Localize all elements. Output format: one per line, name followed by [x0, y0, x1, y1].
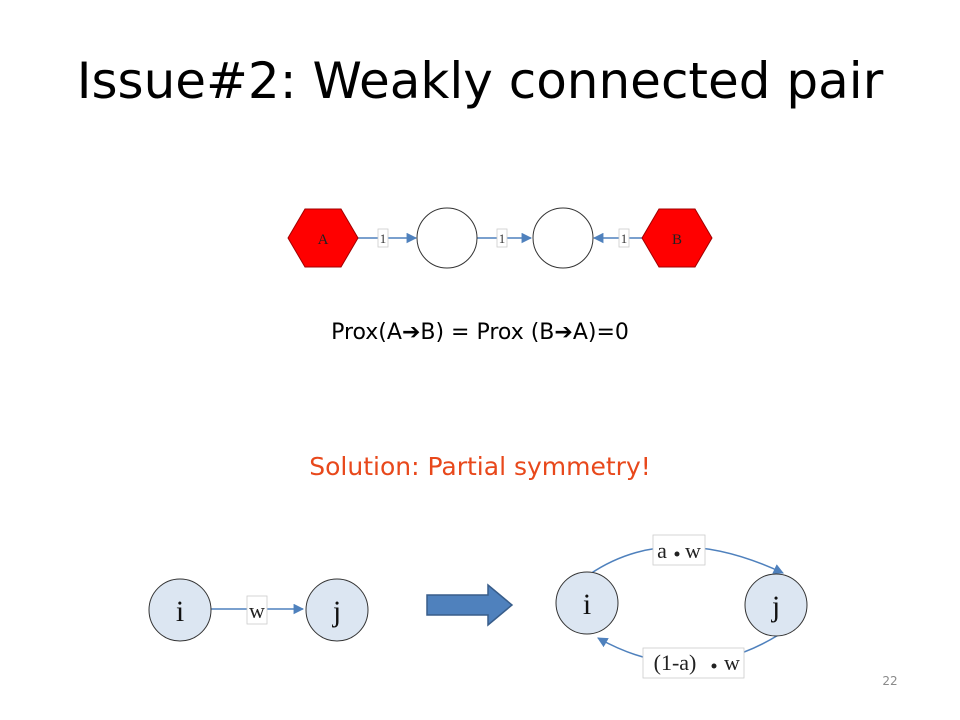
solution-text: Solution: Partial symmetry! — [309, 452, 651, 481]
slide-title: Issue#2: Weakly connected pair — [76, 52, 884, 110]
node-a-label: A — [318, 232, 329, 248]
edge-label-box-1 — [377, 228, 389, 248]
node-i-right-label: i — [583, 588, 591, 621]
multiply-dot-icon — [711, 663, 717, 669]
edge-label-2: 1 — [499, 231, 506, 246]
top-graph: A B 1 1 1 — [287, 207, 713, 269]
middle-node-1 — [416, 207, 478, 269]
arrow-icon: ➔ — [401, 320, 421, 345]
node-i — [148, 578, 212, 642]
arrow-icon: ➔ — [554, 320, 573, 345]
edge-label-1a: (1-a) — [654, 650, 697, 675]
node-a-hexagon — [287, 208, 359, 268]
edge-label-box-w — [246, 595, 268, 625]
node-j — [305, 578, 369, 642]
edge-label-box-3 — [618, 228, 630, 248]
node-j-label: j — [332, 595, 341, 628]
middle-node-2 — [532, 207, 594, 269]
node-i-right — [555, 571, 619, 635]
edge-label-box-1aw — [642, 647, 745, 679]
edge-label-w-top: w — [685, 538, 701, 563]
node-j-right-label: j — [771, 590, 780, 623]
edge-label-w: w — [249, 598, 265, 623]
left-graph: i j w — [148, 578, 369, 642]
edge-label-box-aw — [652, 534, 706, 566]
multiply-dot-icon — [674, 551, 680, 557]
edge-label-a: a — [657, 538, 667, 563]
edge-label-box-2 — [496, 228, 508, 248]
node-b-label: B — [672, 232, 682, 248]
transform-arrow-icon — [426, 583, 514, 627]
page-number: 22 — [882, 674, 898, 688]
prox-prefix: Prox(A — [331, 320, 402, 345]
node-b-hexagon — [641, 208, 713, 268]
edge-label-3: 1 — [621, 231, 628, 246]
node-j-right — [744, 573, 808, 637]
prox-suffix: A)=0 — [572, 320, 629, 345]
right-graph: i j a w (1-a) w — [555, 534, 808, 679]
prox-mid: B) = Prox (B — [420, 320, 555, 345]
node-i-label: i — [176, 595, 184, 628]
edge-label-1: 1 — [380, 231, 387, 246]
proximity-equation: Prox(A➔B) = Prox (B➔A)=0 — [0, 320, 960, 345]
edge-label-w-bottom: w — [724, 650, 740, 675]
